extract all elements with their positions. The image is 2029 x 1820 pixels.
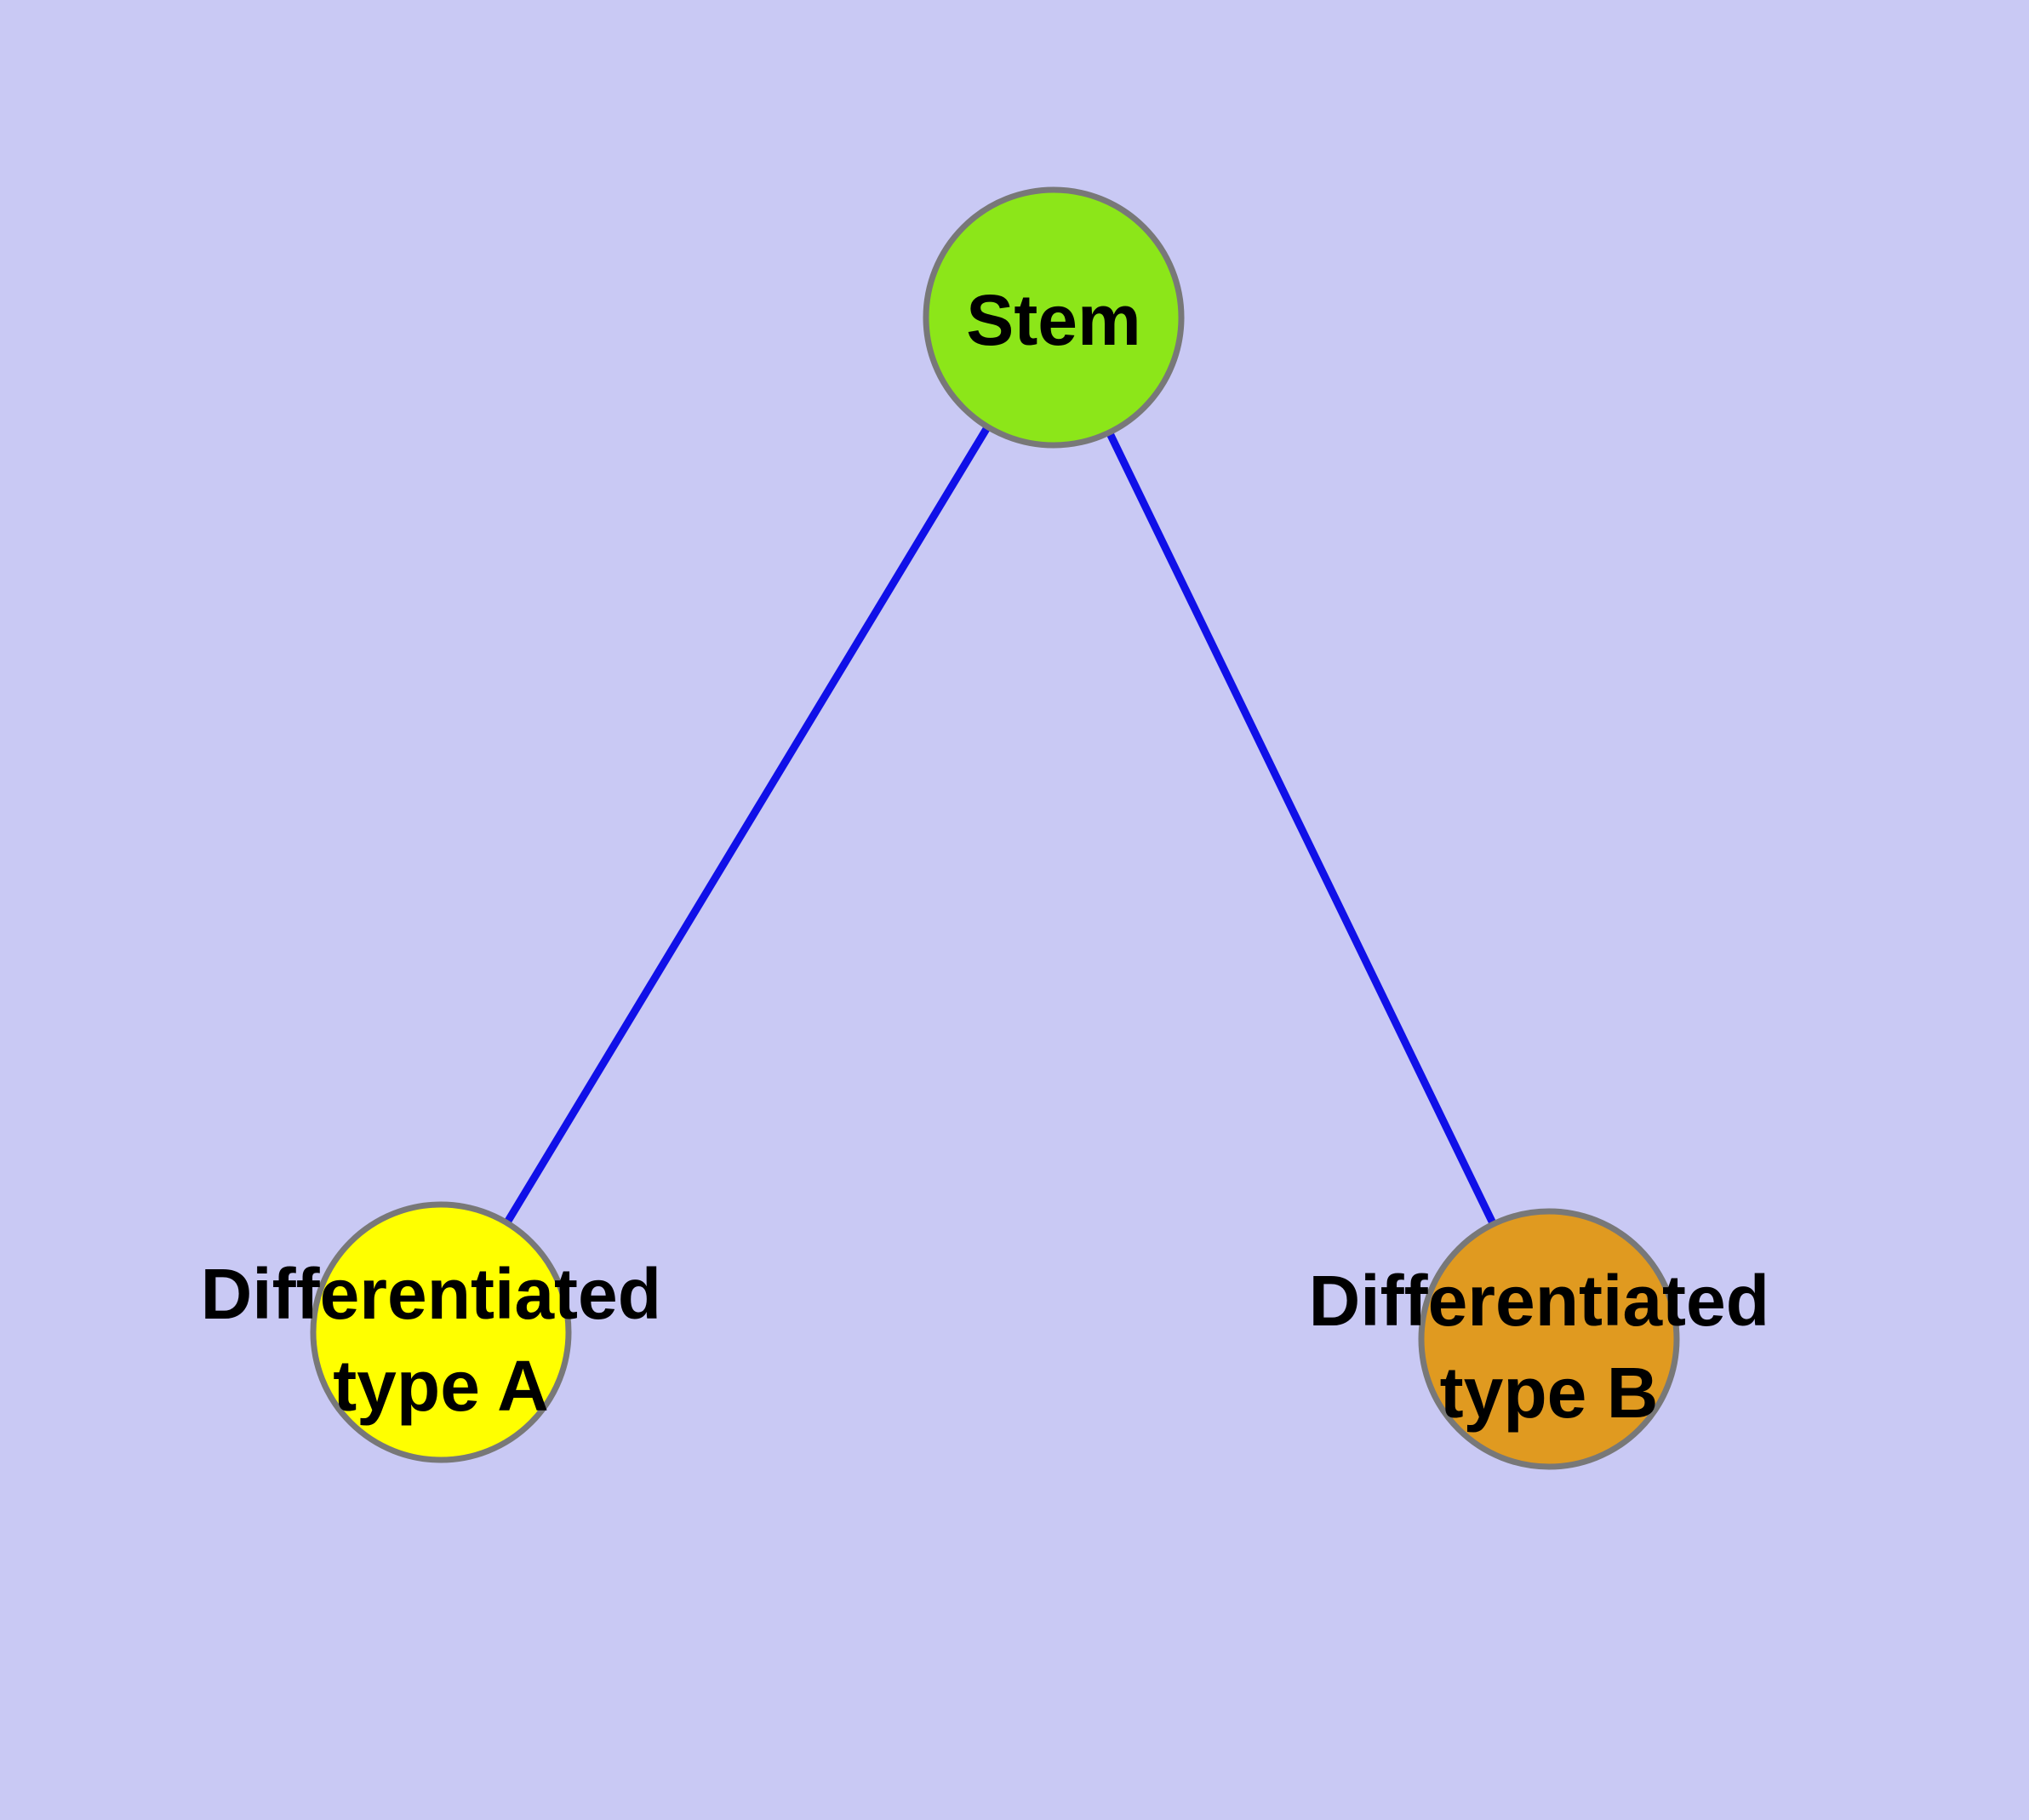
node-stem-circle — [923, 186, 1185, 449]
node-differentiated-type-b-label: Differentiated type B — [1309, 1261, 1790, 1433]
node-stem-label: Stem — [966, 280, 1140, 360]
node-differentiated-type-b-label-line2: type B — [1440, 1353, 1659, 1433]
node-differentiated-type-a-circle — [310, 1201, 572, 1463]
node-differentiated-type-b: Differentiated type B — [1309, 1208, 1790, 1470]
node-differentiated-type-a-label: Differentiated type A — [201, 1254, 682, 1426]
node-differentiated-type-a: Differentiated type A — [201, 1201, 682, 1463]
node-stem: Stem — [923, 186, 1185, 449]
node-differentiated-type-b-circle — [1418, 1208, 1680, 1470]
edge-stem-to-type-b — [1049, 316, 1553, 1341]
node-differentiated-type-b-label-line1: Differentiated — [1309, 1261, 1769, 1341]
node-differentiated-type-a-label-line2: type A — [333, 1346, 549, 1426]
node-differentiated-type-a-label-line1: Differentiated — [201, 1254, 661, 1334]
edge-stem-to-type-a — [437, 315, 1057, 1335]
